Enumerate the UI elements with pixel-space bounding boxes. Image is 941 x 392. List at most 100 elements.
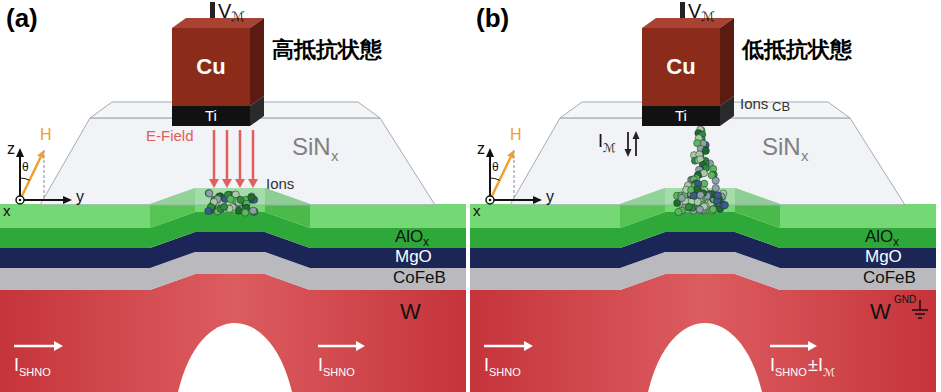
field-label: H <box>510 126 522 144</box>
layer-name: Cu <box>196 55 225 79</box>
layer-name: SiN <box>762 134 801 160</box>
ion-sphere <box>237 196 244 203</box>
ground-label: GND <box>894 294 916 305</box>
y-axis <box>20 199 64 201</box>
ion-sphere <box>694 198 701 205</box>
ion-sphere <box>221 203 228 210</box>
ion-sphere <box>678 194 685 201</box>
current-symbol: I <box>484 356 489 376</box>
subscript: SHNO <box>775 366 807 378</box>
sinx-front-face <box>40 118 435 205</box>
axes <box>16 148 72 204</box>
e-field-arrow <box>252 130 255 180</box>
axis-label: z <box>477 140 485 158</box>
arrow-head <box>63 196 72 204</box>
arrow-head <box>222 179 232 188</box>
layer-name: MgO <box>395 248 432 267</box>
panel-a-extras <box>209 130 365 351</box>
ion-sphere <box>709 206 716 213</box>
subscript: ℳ <box>603 142 616 155</box>
current-arrow <box>14 345 54 348</box>
layer-name: AlO <box>395 228 423 247</box>
arrow-head <box>248 179 258 188</box>
layer-name: W <box>400 300 421 324</box>
ion-sphere <box>205 190 212 197</box>
e-field-arrow <box>226 130 229 180</box>
x-axis-dot <box>19 199 22 202</box>
current-arrow <box>318 345 356 348</box>
ion-sphere <box>235 207 242 214</box>
ion-sphere <box>206 190 213 197</box>
cu-electrode: Cu <box>172 28 250 106</box>
current-symbol: I <box>770 356 775 376</box>
ion-spheres <box>205 126 729 216</box>
subscript: ℳ <box>701 10 715 24</box>
ion-sphere <box>685 203 692 210</box>
layer-name: W <box>870 300 891 324</box>
ground-bar <box>912 309 928 311</box>
ti-layer: Ti <box>642 106 720 126</box>
panel-b-extras <box>625 131 929 351</box>
ion-sphere <box>250 208 257 215</box>
e-field-arrow <box>213 130 216 180</box>
layer-name: CoFeB <box>863 269 916 288</box>
axis-label: y <box>76 188 84 206</box>
ion-sphere <box>696 206 703 213</box>
ion-sphere <box>712 185 719 192</box>
ion-label: Ions <box>266 176 294 193</box>
field-label: H <box>40 126 52 144</box>
device-stack <box>0 2 466 392</box>
voltage-symbol: V <box>218 0 231 22</box>
state-label: 低抵抗状態 <box>742 38 852 62</box>
arrow-head <box>633 131 640 139</box>
arrow-head <box>235 179 245 188</box>
current-arrow <box>770 345 808 348</box>
field-vector <box>20 157 41 200</box>
ion-sphere <box>205 207 212 214</box>
axis-label: x <box>473 203 481 220</box>
current-arrow <box>627 132 629 150</box>
layer-name: Cu <box>666 55 695 79</box>
state-label: 高抵抗状態 <box>272 38 382 62</box>
panel-letter: (b) <box>476 4 509 33</box>
field-label: E-Field <box>146 128 194 145</box>
bridge-arch <box>178 323 292 392</box>
ti-side-face <box>250 96 264 126</box>
ion-sphere <box>721 202 728 209</box>
e-field-arrow <box>239 130 242 180</box>
ion-sphere <box>714 192 721 199</box>
ground-bar <box>918 317 922 319</box>
layer-name: MgO <box>865 248 902 267</box>
subscript: SHNO <box>323 366 355 378</box>
current-symbol: I <box>598 132 603 152</box>
angle-label: θ <box>22 161 29 174</box>
current-symbol: ±I <box>808 356 823 376</box>
ion-label: CB <box>772 100 790 114</box>
layer-name: Ti <box>675 108 687 125</box>
current-symbol: I <box>14 356 19 376</box>
arrow-head <box>37 150 44 159</box>
ion-sphere <box>248 194 255 201</box>
ion-sphere <box>248 193 255 200</box>
axis-label: x <box>3 203 11 220</box>
subscript: SHNO <box>489 366 521 378</box>
layer-name: AlO <box>865 228 893 247</box>
ion-sphere <box>242 209 249 216</box>
ground-bar <box>915 313 925 315</box>
arrow-head <box>625 149 632 157</box>
arrow-head <box>209 179 219 188</box>
ground-wire <box>919 300 921 310</box>
device-stack <box>470 2 936 392</box>
ion-sphere <box>250 207 257 214</box>
x-axis-symbol <box>16 196 24 204</box>
cu-electrode: Cu <box>642 28 720 106</box>
panel-letter: (a) <box>6 4 38 33</box>
arrow-head <box>356 341 365 351</box>
subscript: SHNO <box>19 366 51 378</box>
arrow-head <box>54 341 63 351</box>
layer-name: CoFeB <box>393 269 446 288</box>
ion-sphere <box>690 192 697 199</box>
w-layer <box>0 274 466 392</box>
subscript: x <box>331 148 339 165</box>
